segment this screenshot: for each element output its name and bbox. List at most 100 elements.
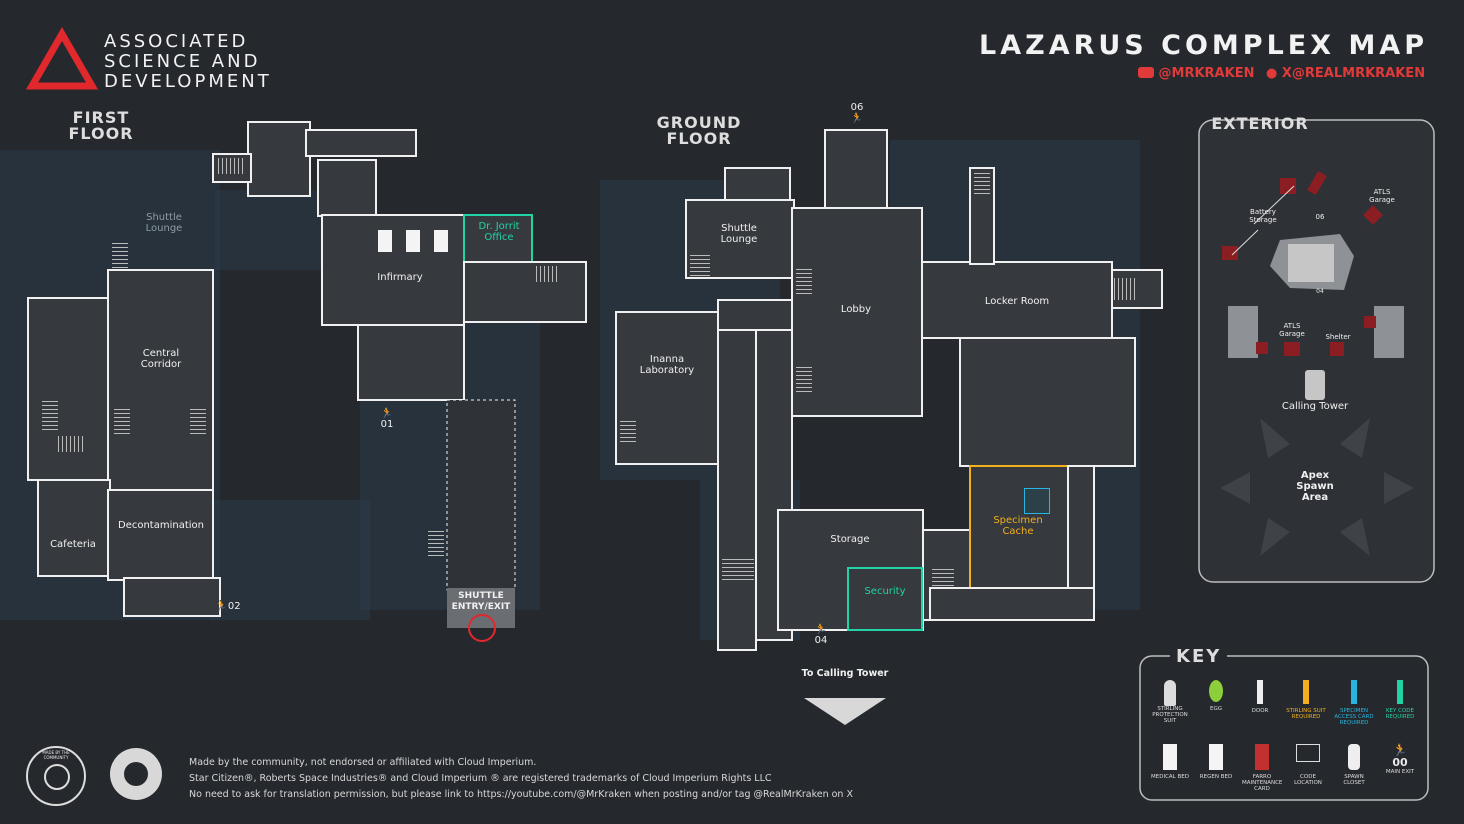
code-icon	[1296, 744, 1320, 762]
key-item-farro: FARRO MAINTENANCE CARD	[1242, 744, 1282, 792]
x-icon: X	[1281, 66, 1292, 81]
org-line-3: DEVELOPMENT	[104, 71, 272, 92]
org-line-1: ASSOCIATED	[104, 31, 249, 52]
shelter-label: Shelter	[1325, 333, 1351, 341]
key-box	[1139, 655, 1429, 801]
closet-icon	[1348, 744, 1360, 770]
office-label: Dr. Jorrit Office	[478, 221, 520, 243]
battery-storage-label: Battery Storage	[1249, 208, 1277, 224]
shuttle-lounge-first-label: Shuttle Lounge	[145, 212, 183, 234]
organization-name: ASSOCIATED SCIENCE AND DEVELOPMENT	[104, 32, 272, 92]
youtube-label: @MRKRAKEN	[1158, 66, 1255, 81]
community-badge-icon: MADE BY THE COMMUNITY	[26, 746, 86, 806]
exterior-exit-04: 04	[1316, 288, 1324, 295]
locker-room-label: Locker Room	[984, 296, 1050, 307]
org-line-2: SCIENCE AND	[104, 51, 261, 72]
stairs-icon	[620, 418, 636, 442]
ground-floor-map	[615, 129, 1163, 725]
key-item-stirling: STIRLING SUIT REQUIRED	[1286, 680, 1326, 720]
stairs-icon	[796, 366, 812, 392]
suit-icon	[1164, 680, 1176, 706]
stairs-icon	[112, 240, 128, 268]
central-corridor-label: Central Corridor	[140, 348, 182, 370]
footer-line-1: Made by the community, not endorsed or a…	[189, 757, 537, 768]
shuttle-exit-marker-icon[interactable]	[468, 614, 496, 642]
exit-icon: 🏃	[850, 113, 864, 124]
apex-spawn-label: Apex Spawn Area	[1296, 470, 1334, 503]
cafeteria-label: Cafeteria	[50, 539, 96, 550]
kraken-logo-icon	[110, 748, 162, 800]
key-item-medical: MEDICAL BED	[1150, 744, 1190, 780]
page-title: LAZARUS COMPLEX MAP	[979, 30, 1428, 61]
exterior-heading: EXTERIOR	[1211, 114, 1309, 133]
shuttle-exit-label: SHUTTLE ENTRY/EXIT	[451, 591, 511, 612]
security-label: Security	[864, 586, 906, 597]
blue-door-icon	[1351, 680, 1357, 704]
first-floor-heading: FIRST FLOOR	[68, 108, 134, 143]
specimen-cache-label: Specimen Cache	[993, 515, 1043, 537]
green-door-icon	[1397, 680, 1403, 704]
infirmary-label: Infirmary	[377, 272, 423, 283]
key-item-closet: SPAWN CLOSET	[1334, 744, 1374, 786]
reddit-icon: ●	[1266, 66, 1278, 81]
regen-bed-icon	[1209, 744, 1223, 770]
youtube-icon	[1138, 67, 1154, 78]
card-icon	[1255, 744, 1269, 770]
exit-icon: 🏃	[814, 624, 828, 635]
stairs-icon	[58, 436, 84, 452]
key-item-code: CODE LOCATION	[1288, 744, 1328, 786]
stairs-icon	[42, 400, 58, 430]
calling-tower-label: Calling Tower	[1281, 401, 1349, 412]
atls-garage-top-label: ATLS Garage	[1369, 188, 1395, 204]
ground-floor-heading: GROUND FLOOR	[656, 113, 742, 148]
exterior-exit-06: 06	[1315, 213, 1325, 221]
youtube-handle[interactable]: @MRKRAKEN	[1138, 66, 1254, 81]
stairs-icon	[190, 408, 206, 434]
exit-icon: 🏃	[1392, 743, 1408, 757]
decontamination-label: Decontamination	[118, 520, 204, 531]
medical-bed-icon	[434, 230, 448, 252]
yellow-door-icon	[1303, 680, 1309, 704]
stairs-icon	[796, 268, 812, 294]
x-label: @REALMRKRAKEN	[1291, 66, 1426, 81]
footer-line-2: Star Citizen®, Roberts Space Industries®…	[189, 773, 772, 784]
key-item-suit: STIRLING PROTECTION SUIT	[1150, 680, 1190, 724]
shuttle-lounge-ground-label: Shuttle Lounge	[720, 223, 758, 245]
exit-06[interactable]: 06 🏃	[840, 102, 874, 124]
to-calling-tower-label: To Calling Tower	[801, 668, 889, 679]
stairs-icon	[932, 566, 954, 586]
key-item-keycode: KEY CODE REQUIRED	[1380, 680, 1420, 720]
asd-logo-icon	[25, 26, 99, 90]
stairs-icon	[536, 266, 558, 282]
door-icon	[1257, 680, 1263, 704]
key-heading: KEY	[1170, 646, 1228, 667]
key-item-egg: EGG	[1196, 680, 1236, 712]
star-citizen-icon	[44, 764, 70, 790]
stairs-icon	[974, 170, 990, 194]
footer-line-3: No need to ask for translation permissio…	[189, 789, 853, 800]
key-item-specimen: SPECIMEN ACCESS CARD REQUIRED	[1334, 680, 1374, 726]
medical-bed-icon	[406, 230, 420, 252]
lab-label: Inanna Laboratory	[639, 354, 695, 376]
atls-garage-mid-label: ATLS Garage	[1279, 322, 1305, 338]
egg-icon	[1024, 488, 1050, 514]
stairs-icon	[690, 252, 710, 276]
stairs-icon	[722, 556, 754, 580]
x-handle[interactable]: ● X@REALMRKRAKEN	[1266, 66, 1425, 81]
egg-icon	[1209, 680, 1223, 702]
storage-label: Storage	[830, 534, 870, 545]
stairs-icon	[114, 408, 130, 434]
exit-icon: 🏃	[215, 601, 228, 612]
medical-bed-icon	[378, 230, 392, 252]
medical-bed-icon	[1163, 744, 1177, 770]
stairs-icon	[218, 158, 246, 174]
exit-01[interactable]: 🏃 01	[372, 408, 402, 430]
key-item-exit: 🏃 00 MAIN EXIT	[1380, 743, 1420, 776]
exterior-map	[1198, 119, 1435, 583]
exit-04[interactable]: 🏃04	[814, 624, 828, 646]
exit-icon: 🏃	[380, 408, 394, 419]
key-item-door: DOOR	[1240, 680, 1280, 714]
exit-02[interactable]: 🏃02	[215, 601, 241, 612]
lobby-label: Lobby	[840, 304, 872, 315]
